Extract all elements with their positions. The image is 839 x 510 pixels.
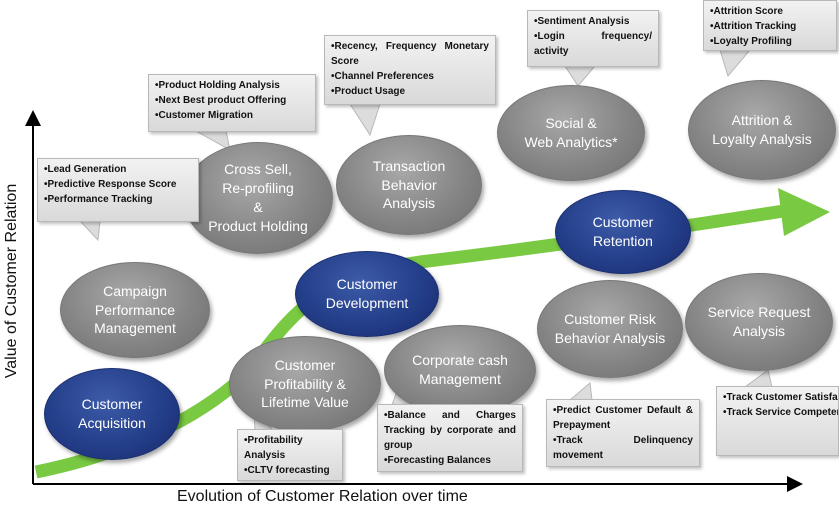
attrition-callout-tail bbox=[719, 49, 752, 78]
customer-risk-node: Customer Risk Behavior Analysis bbox=[537, 280, 683, 378]
x-axis-label: Evolution of Customer Relation over time bbox=[177, 488, 468, 505]
default-callout-tail bbox=[568, 382, 593, 401]
callout-item: •Loyalty Profiling bbox=[710, 36, 792, 47]
lead-callout-tail bbox=[78, 220, 101, 242]
profitability-analysis-callout: •Profitability Analysis •CLTV forecastin… bbox=[237, 429, 343, 481]
cross-sell-node: Cross Sell, Re-profiling & Product Holdi… bbox=[183, 142, 333, 254]
track-callout-tail bbox=[743, 369, 773, 388]
callout-item: •Predict Customer Default & Prepayment bbox=[553, 405, 693, 431]
balance-charges-callout: •Balance and Charges Tracking by corpora… bbox=[377, 404, 523, 472]
callout-item: •Balance and Charges Tracking by corpora… bbox=[384, 410, 516, 451]
callout-item: •Next Best product Offering bbox=[155, 95, 287, 106]
social-web-analytics-node: Social & Web Analytics* bbox=[497, 85, 645, 181]
callout-item: •CLTV forecasting bbox=[244, 465, 330, 476]
callout-item: •Login frequency/ activity bbox=[534, 31, 652, 57]
customer-development-node: Customer Development bbox=[295, 251, 439, 337]
sentiment-analysis-callout: •Sentiment Analysis •Login frequency/ ac… bbox=[527, 10, 659, 67]
callout-item: •Track Delinquency movement bbox=[553, 435, 693, 461]
callout-item: •Product Holding Analysis bbox=[155, 80, 280, 91]
callout-item: •Sentiment Analysis bbox=[534, 16, 630, 27]
recency-callout-tail bbox=[349, 103, 381, 137]
corporate-cash-node: Corporate cash Management bbox=[384, 325, 536, 415]
callout-item: •Track Customer Satisfaction bbox=[723, 392, 838, 403]
callout-item: •Customer Migration bbox=[155, 110, 253, 121]
callout-item: •Attrition Score bbox=[710, 6, 783, 17]
callout-item: •Forecasting Balances bbox=[384, 455, 491, 466]
callout-item: •Channel Preferences bbox=[331, 71, 434, 82]
callout-item: •Product Usage bbox=[331, 86, 406, 97]
lead-generation-callout: •Lead Generation •Predictive Response Sc… bbox=[37, 158, 199, 222]
callout-item: •Track Service Competency bbox=[723, 407, 838, 418]
track-satisfaction-callout: •Track Customer Satisfaction •Track Serv… bbox=[716, 386, 839, 456]
callout-item: •Profitability Analysis bbox=[244, 435, 303, 461]
service-request-node: Service Request Analysis bbox=[685, 273, 833, 371]
callout-item: •Predictive Response Score bbox=[44, 179, 177, 190]
recency-frequency-callout: •Recency, Frequency Monetary Score •Chan… bbox=[324, 35, 496, 105]
attrition-loyalty-node: Attrition & Loyalty Analysis bbox=[688, 80, 836, 180]
callout-item: •Performance Tracking bbox=[44, 194, 153, 205]
callout-item: •Attrition Tracking bbox=[710, 21, 797, 32]
transaction-behavior-node: Transaction Behavior Analysis bbox=[336, 135, 482, 235]
customer-retention-node: Customer Retention bbox=[555, 190, 691, 274]
attrition-score-callout: •Attrition Score •Attrition Tracking •Lo… bbox=[703, 0, 837, 51]
sentiment-callout-tail bbox=[564, 65, 597, 87]
callout-item: •Lead Generation bbox=[44, 164, 127, 175]
callout-item: •Recency, Frequency Monetary Score bbox=[331, 41, 489, 67]
customer-acquisition-node: Customer Acquisition bbox=[44, 368, 180, 460]
customer-default-callout: •Predict Customer Default & Prepayment •… bbox=[546, 399, 700, 467]
campaign-performance-node: Campaign Performance Management bbox=[60, 262, 210, 358]
product-holding-callout: •Product Holding Analysis •Next Best pro… bbox=[148, 74, 316, 132]
customer-profitability-node: Customer Profitability & Lifetime Value bbox=[229, 336, 381, 432]
growth-arrowhead bbox=[778, 188, 830, 236]
